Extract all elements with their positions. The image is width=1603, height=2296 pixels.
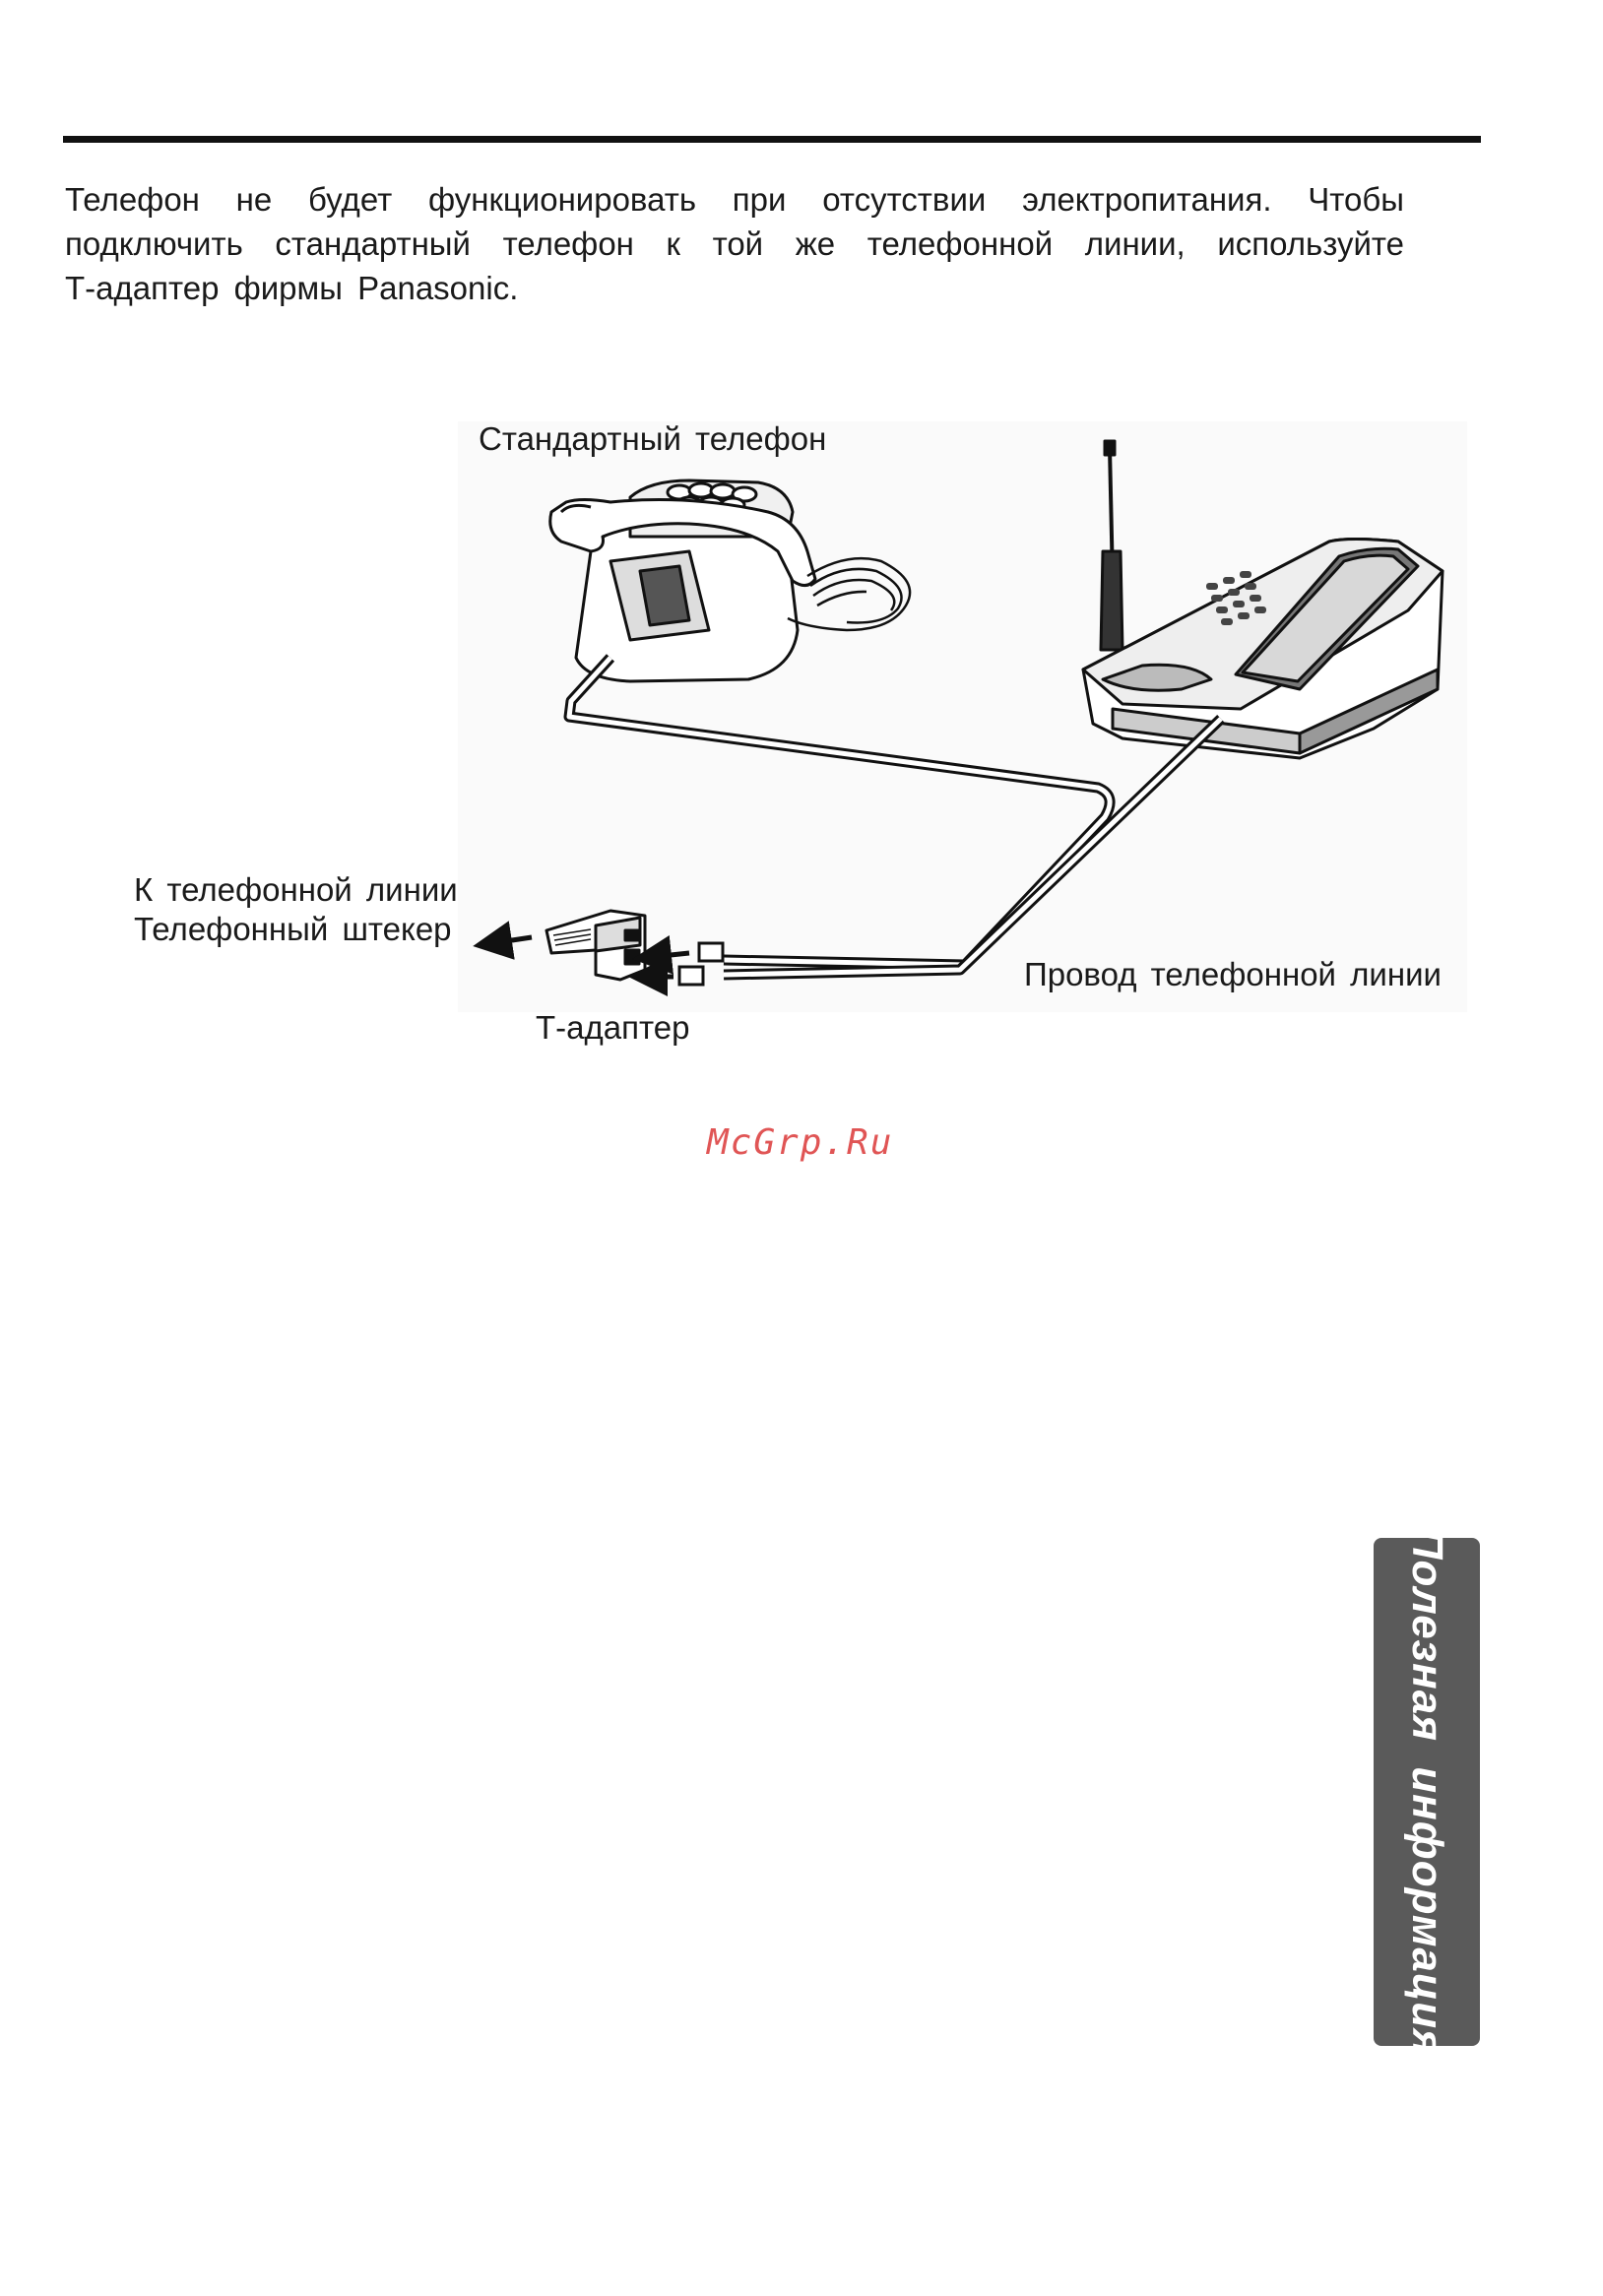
t-adapter-label: Т-адаптер <box>536 1008 689 1048</box>
to-line-label: К телефонной линии <box>134 870 458 910</box>
watermark: McGrp.Ru <box>707 1122 893 1163</box>
side-tab-label: Полезная информация <box>1402 1528 1451 2056</box>
section-side-tab: Полезная информация <box>1374 1538 1480 2046</box>
phone-plug-label: Телефонный штекер <box>134 910 452 949</box>
standard-phone-illustration <box>550 480 815 681</box>
standard-phone-label: Стандартный телефон <box>479 419 826 459</box>
line-cord-label: Провод телефонной линии <box>1024 955 1442 994</box>
